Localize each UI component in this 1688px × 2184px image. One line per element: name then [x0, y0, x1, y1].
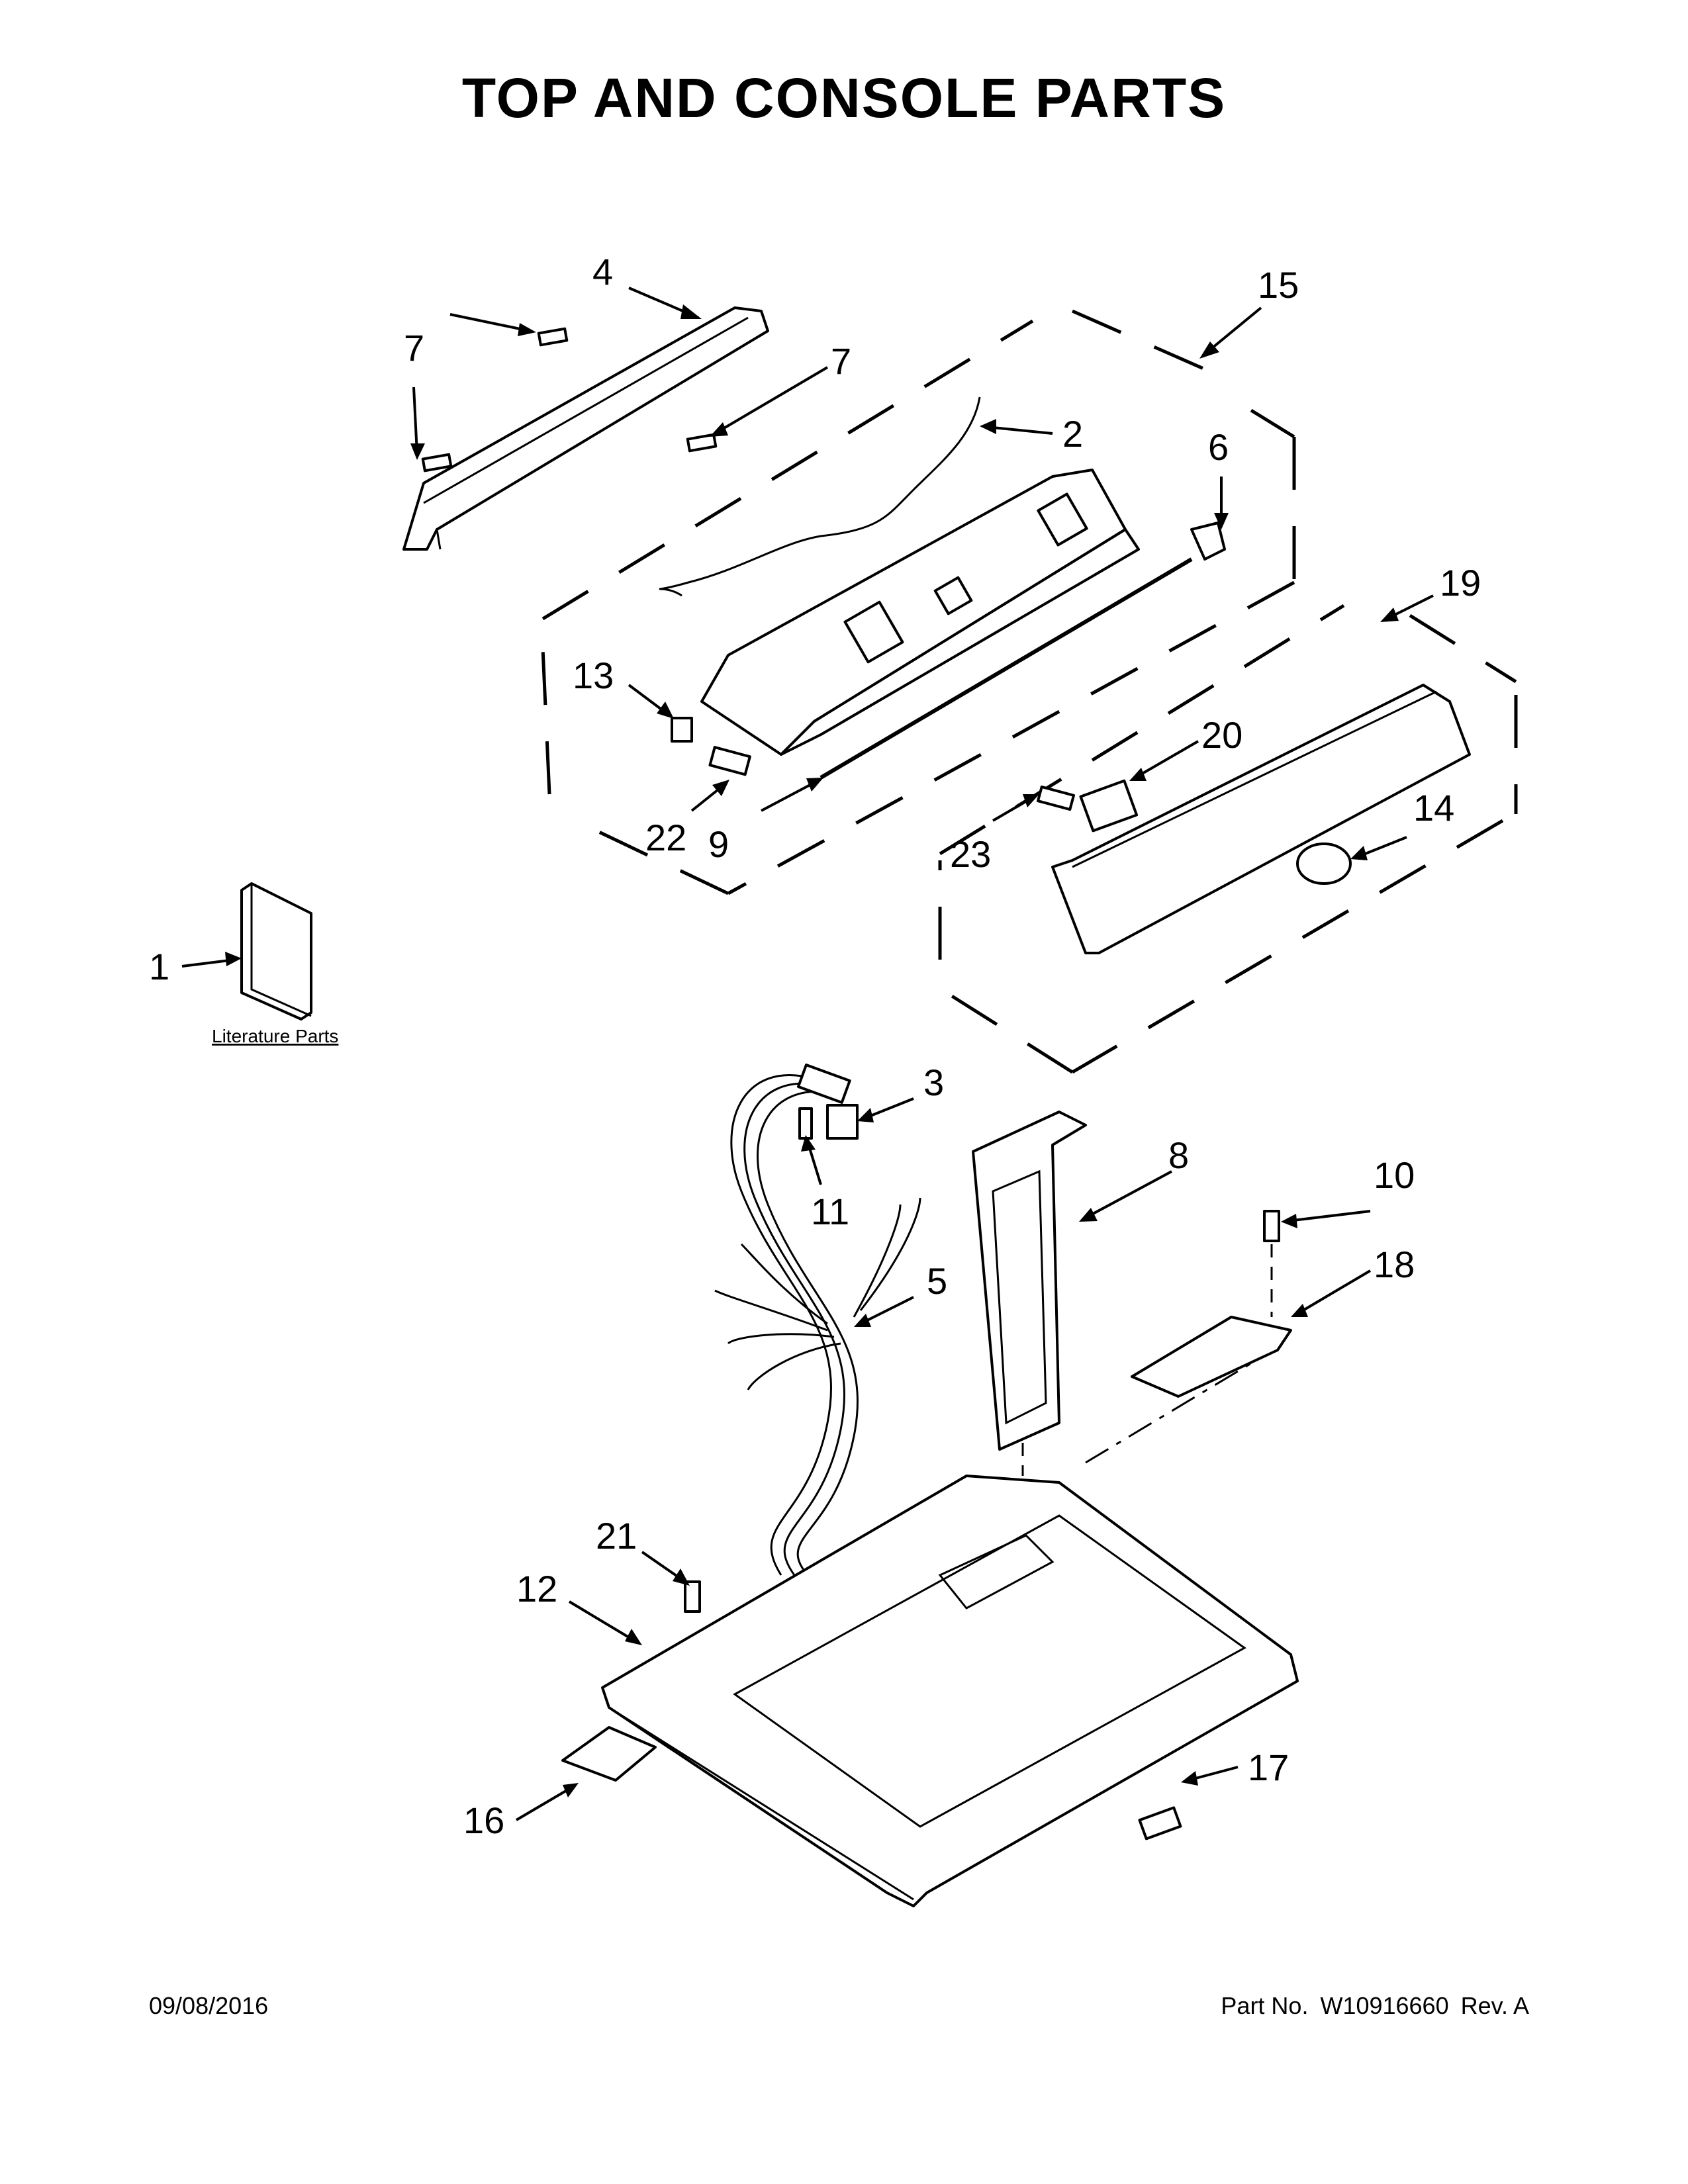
callout-14: 14 [1413, 787, 1454, 829]
footer-date: 09/08/2016 [149, 1992, 269, 2019]
footer-part-number: Part No. W10916660 Rev. A [1209, 1992, 1529, 2020]
switch-part-20 [1079, 779, 1139, 833]
screw-part-22 [708, 746, 751, 776]
callout-leaders [181, 287, 1434, 1821]
screw-part-21 [684, 1580, 701, 1613]
callout-7: 7 [404, 327, 424, 369]
clip-part-13 [671, 717, 693, 743]
callout-18: 18 [1374, 1244, 1415, 1285]
callout-13: 13 [573, 655, 614, 696]
callout-16: 16 [463, 1799, 504, 1841]
callout-23: 23 [950, 833, 991, 875]
callout-21: 21 [596, 1515, 637, 1557]
callout-22: 22 [645, 817, 686, 858]
lint-screen-part-8 [972, 1111, 1087, 1451]
wire-harness-part-2 [659, 396, 981, 597]
literature-parts-label: Literature Parts [212, 1026, 338, 1046]
label-part-16 [561, 1726, 657, 1782]
callout-5: 5 [927, 1260, 947, 1302]
part-number-label: Part No. [1221, 1992, 1309, 2019]
console-trim-part-4 [402, 306, 769, 551]
callout-12: 12 [516, 1568, 557, 1610]
page-title: TOP AND CONSOLE PARTS [461, 67, 1227, 129]
callout-19: 19 [1440, 562, 1481, 604]
screw-part-23 [1037, 785, 1075, 811]
badge-part-17 [1138, 1806, 1182, 1841]
top-cover-part-12 [601, 1362, 1299, 1907]
terminal-block-part-3 [826, 1104, 859, 1140]
console-group-outline-15 [541, 309, 1296, 895]
callout-10: 10 [1374, 1154, 1415, 1196]
callout-2: 2 [1062, 413, 1083, 455]
rod-part-9 [820, 557, 1193, 780]
callout-8: 8 [1168, 1134, 1189, 1176]
wire-harness-part-5 [714, 1064, 921, 1576]
console-body-part-15 [700, 469, 1140, 756]
screw-icon [421, 327, 718, 473]
callout-1: 1 [149, 946, 169, 987]
screw-part-10 [1263, 1210, 1280, 1242]
bracket-part-18 [1131, 1316, 1292, 1398]
clip-part-6 [1190, 522, 1226, 561]
callout-20: 20 [1201, 714, 1243, 756]
callout-6: 6 [1208, 426, 1229, 468]
screw-part-11 [798, 1107, 813, 1140]
part-number-value: W10916660 [1320, 1992, 1449, 2019]
callout-11: 11 [811, 1191, 849, 1232]
callout-labels: 4 15 7 7 2 6 19 13 20 14 22 9 23 1 Liter… [149, 251, 1481, 1841]
callout-9: 9 [708, 823, 729, 865]
callout-15: 15 [1258, 264, 1299, 306]
callout-17: 17 [1248, 1747, 1289, 1788]
control-panel-part-19 [1051, 684, 1471, 954]
callout-4: 4 [592, 251, 613, 293]
control-panel-group-outline-19 [938, 604, 1518, 1074]
callout-3: 3 [923, 1062, 944, 1103]
callout-7: 7 [831, 340, 851, 382]
revision-label: Rev. A [1460, 1992, 1529, 2019]
knob-part-14 [1296, 842, 1352, 885]
literature-part-1 [240, 882, 312, 1021]
